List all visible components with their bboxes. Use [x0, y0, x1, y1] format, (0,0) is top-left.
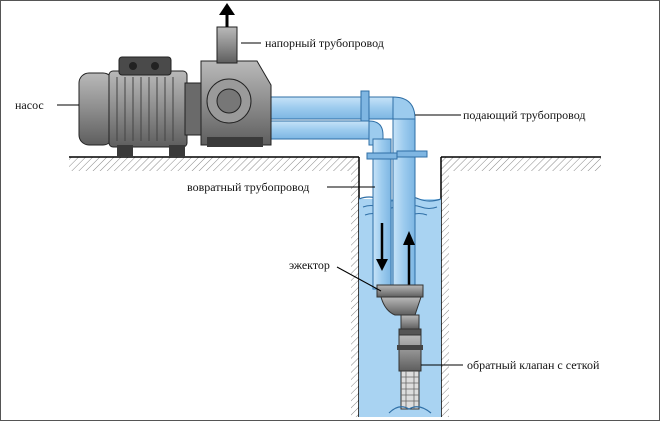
leader-lines	[57, 42, 463, 366]
label-check-valve: обратный клапан с сеткой	[467, 358, 600, 372]
check-valve	[388, 334, 432, 414]
pump	[78, 26, 272, 157]
label-ejector: эжектор	[289, 258, 330, 272]
label-pressure-pipe: напорный трубопровод	[265, 36, 384, 50]
ground	[69, 156, 601, 171]
label-return-pipe: вовратный трубопровод	[187, 180, 309, 194]
label-supply-pipe: подающий трубопровод	[463, 108, 586, 122]
discharge-arrow	[219, 3, 235, 27]
ejector	[376, 284, 424, 336]
label-pump: насос	[15, 98, 44, 112]
flow-arrow-up	[403, 231, 415, 289]
return-pipe	[270, 120, 398, 290]
flow-arrow-down	[376, 223, 388, 271]
